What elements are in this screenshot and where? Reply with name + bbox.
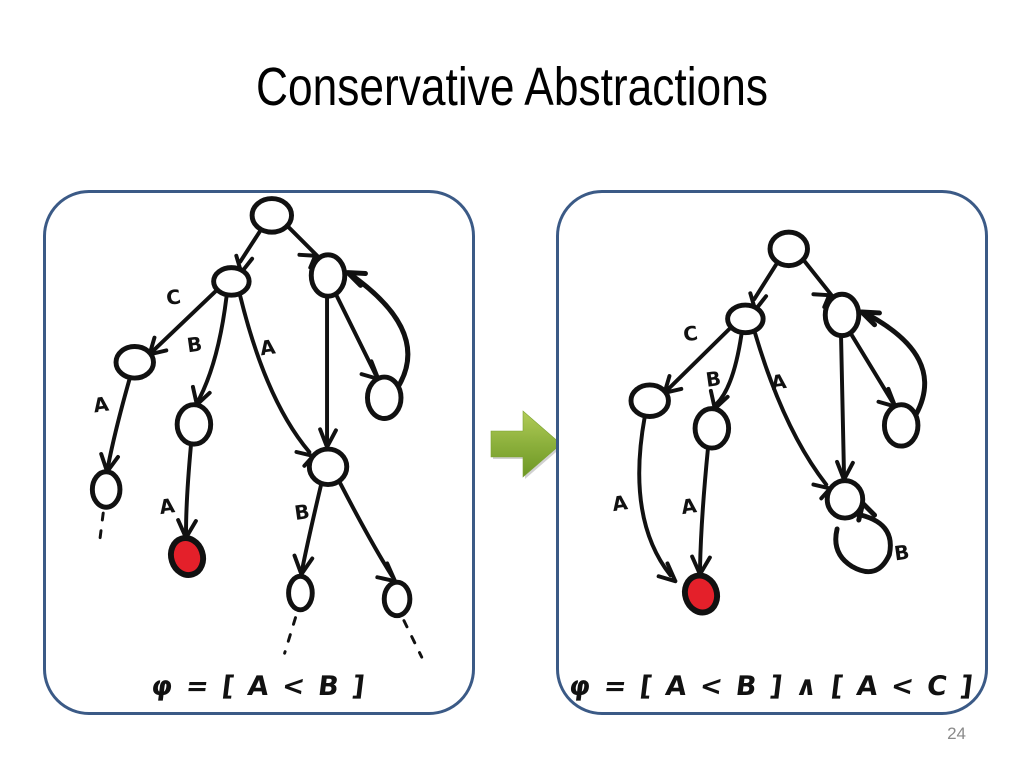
arrowhead-n6-n9 bbox=[292, 553, 315, 577]
node-m2[interactable] bbox=[822, 291, 862, 339]
arrowhead-m1-m4 bbox=[708, 388, 730, 411]
node-n2[interactable] bbox=[308, 252, 348, 299]
right-formula: φ = [ A < B ] ∧ [ A < C ] bbox=[567, 671, 977, 702]
edge-m3-m7 bbox=[637, 414, 673, 578]
page-number: 24 bbox=[947, 724, 966, 743]
edge-m1-m3 bbox=[665, 325, 733, 392]
arrowhead-n4-n8 bbox=[176, 518, 198, 540]
node-m3[interactable] bbox=[628, 382, 671, 419]
left-formula: φ = [ A < B ] bbox=[149, 671, 369, 702]
edge-n6-n10 bbox=[337, 480, 395, 579]
edge-n1-n6 bbox=[238, 294, 312, 454]
node-m0[interactable] bbox=[767, 229, 810, 269]
edge-label-A-left-error: A bbox=[158, 494, 177, 519]
green-arrow-shape bbox=[490, 410, 562, 478]
arrowhead-n2-n6 bbox=[318, 427, 338, 450]
dangling-dashes-left bbox=[97, 511, 424, 659]
node-m7-error[interactable] bbox=[680, 571, 722, 616]
self-loop-m6 bbox=[833, 511, 893, 575]
right-diagram-panel: C B A A A B φ = [ A < B ] ∧ [ A < C ] bbox=[556, 190, 988, 715]
edge-label-A-left-branch: A bbox=[92, 393, 111, 418]
edge-n3-n7 bbox=[106, 376, 132, 468]
arrowhead-m3-m7 bbox=[656, 561, 678, 584]
edge-m5-m2 bbox=[862, 310, 928, 417]
edge-m2-m6 bbox=[839, 333, 846, 476]
edge-n1-n3 bbox=[150, 288, 219, 354]
edge-label-C-right: C bbox=[682, 322, 700, 347]
edge-n5-n2 bbox=[348, 272, 411, 390]
node-n4[interactable] bbox=[174, 402, 214, 447]
edge-m0-m2 bbox=[800, 256, 836, 300]
node-n3[interactable] bbox=[113, 344, 156, 381]
node-n6[interactable] bbox=[306, 446, 350, 488]
edge-m4-m7 bbox=[698, 447, 710, 571]
arrowhead-n5-n2 bbox=[345, 270, 368, 288]
edge-m1-m4 bbox=[714, 332, 744, 406]
arrowhead-n1-n4 bbox=[190, 384, 212, 407]
edge-label-A-right-branch: A bbox=[611, 491, 630, 516]
arrowhead-m5-m2 bbox=[859, 309, 882, 328]
edge-label-A-left-top: A bbox=[258, 335, 277, 360]
node-n9[interactable] bbox=[286, 573, 315, 613]
edge-m0-m1 bbox=[752, 259, 780, 302]
green-right-arrow-icon bbox=[490, 410, 563, 479]
edge-m2-m5 bbox=[848, 331, 895, 404]
edge-label-B-left: B bbox=[185, 332, 203, 357]
node-n1[interactable] bbox=[211, 265, 252, 298]
edge-n6-n9 bbox=[300, 482, 324, 571]
edge-n0-n1 bbox=[238, 226, 264, 264]
edge-n4-n8 bbox=[184, 443, 193, 534]
edge-m1-m6 bbox=[753, 331, 829, 487]
arrowhead-m4-m7 bbox=[690, 554, 712, 577]
node-n7[interactable] bbox=[89, 469, 123, 510]
node-m1[interactable] bbox=[725, 302, 766, 336]
edge-label-A-right-top: A bbox=[769, 370, 788, 395]
edge-label-B-right-selfloop: B bbox=[893, 541, 911, 566]
node-m5[interactable] bbox=[881, 402, 921, 449]
node-n10[interactable] bbox=[381, 579, 413, 619]
node-n0[interactable] bbox=[249, 196, 295, 235]
edge-n2-n5 bbox=[333, 292, 378, 377]
edge-label-C-left: C bbox=[165, 285, 183, 310]
edge-label-B-left-lower: B bbox=[293, 500, 311, 525]
node-m4[interactable] bbox=[692, 406, 732, 451]
node-n5[interactable] bbox=[365, 374, 404, 421]
node-m6[interactable] bbox=[824, 478, 866, 521]
right-graph: C B A A A B bbox=[611, 229, 928, 616]
page-title: Conservative Abstractions bbox=[256, 57, 768, 117]
arrowhead-n3-n7 bbox=[99, 452, 120, 474]
edge-label-B-right: B bbox=[704, 367, 722, 392]
edge-n0-n2 bbox=[284, 223, 322, 260]
left-diagram-panel: C B A A A B φ = [ A < B ] bbox=[43, 190, 475, 715]
arrowhead-n6-n10 bbox=[375, 561, 398, 584]
left-graph: C B A A A B bbox=[89, 196, 424, 659]
edge-label-A-right-error: A bbox=[680, 494, 699, 519]
edge-n1-n4 bbox=[196, 295, 229, 402]
arrowhead-m2-m6 bbox=[835, 459, 855, 482]
node-n8-error[interactable] bbox=[166, 534, 208, 579]
